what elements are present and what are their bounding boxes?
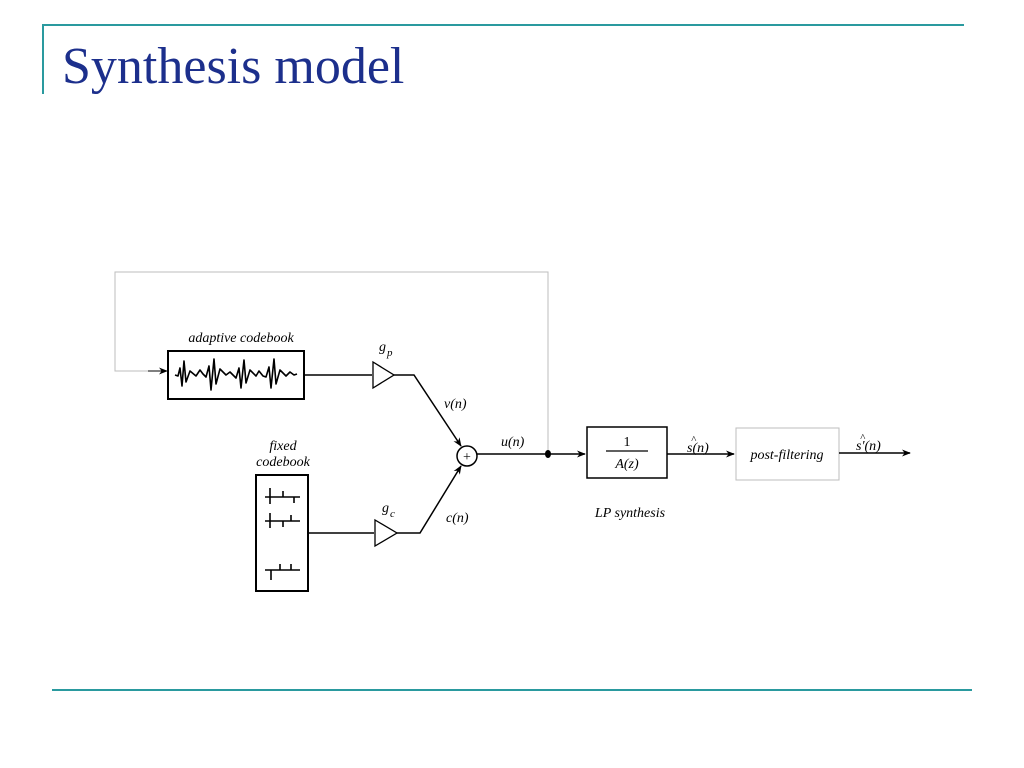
signal-s-hat-label: s(n) (687, 441, 709, 456)
lp-denominator: A(z) (614, 457, 639, 472)
top-accent-line (42, 24, 964, 26)
adaptive-codebook-waveform (174, 358, 298, 391)
gain-gc-triangle (374, 518, 399, 548)
fixed-codebook-pulses (265, 488, 300, 580)
signal-u-label: u(n) (501, 435, 525, 450)
fixed-codebook-label-line1: fixed (269, 439, 297, 454)
signal-c-label: c(n) (446, 511, 469, 526)
signal-s-hat-prime-label: s'(n) (856, 439, 881, 454)
gain-gc-to-adder-line (397, 465, 462, 534)
lp-synthesis-box (586, 426, 668, 479)
adder-symbol: + (463, 450, 471, 465)
bottom-accent-line (52, 689, 972, 691)
gain-gp-to-adder-line (394, 374, 462, 447)
slide-title: Synthesis model (62, 38, 405, 95)
branch-node (545, 450, 551, 458)
post-filtering-label: post-filtering (749, 448, 823, 463)
left-accent-line (42, 24, 44, 94)
adaptive-codebook-label: adaptive codebook (188, 331, 294, 346)
fixed-codebook-box (255, 474, 309, 592)
signal-s-hat-accent: ^ (691, 434, 697, 446)
fixed-codebook-label-line2: codebook (256, 455, 310, 470)
post-filtering-box (735, 427, 840, 481)
signal-s-hat-prime-accent: ^ (860, 432, 866, 444)
lp-synthesis-caption: LP synthesis (594, 506, 666, 521)
gain-gc-label: gc (382, 501, 395, 520)
gain-gp-label: gp (379, 340, 393, 359)
adaptive-codebook-box (167, 350, 305, 400)
signal-v-label: v(n) (444, 397, 467, 412)
lp-numerator: 1 (624, 435, 631, 450)
gain-gp-triangle (372, 360, 396, 390)
feedback-loop-line (114, 271, 549, 452)
adder-circle (456, 445, 478, 467)
